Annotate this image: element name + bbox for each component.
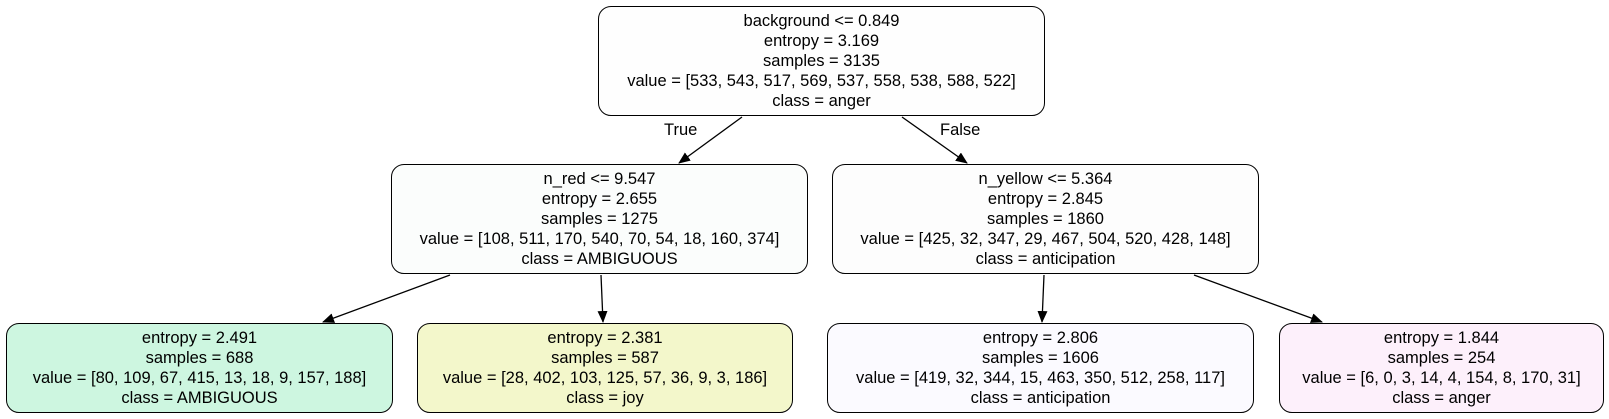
edge-left-leftleaf [322, 274, 451, 323]
node-entropy: entropy = 2.845 [987, 190, 1104, 208]
node-samples: samples = 254 [1387, 349, 1496, 367]
tree-leaf-left-right: entropy = 2.381 samples = 587 value = [2… [417, 323, 793, 413]
node-split-rule: background <= 0.849 [743, 12, 900, 30]
edge-root-left [678, 116, 743, 164]
node-class: class = anticipation [970, 389, 1111, 407]
tree-leaf-right-left: entropy = 2.806 samples = 1606 value = [… [827, 323, 1254, 413]
node-class: class = AMBIGUOUS [121, 389, 278, 407]
edge-label-true: True [664, 121, 698, 139]
node-class: class = anger [772, 92, 871, 110]
tree-node-root: background <= 0.849 entropy = 3.169 samp… [598, 6, 1045, 116]
node-samples: samples = 3135 [763, 52, 880, 70]
node-samples: samples = 1606 [982, 349, 1099, 367]
node-entropy: entropy = 2.491 [141, 329, 258, 347]
node-samples: samples = 1275 [541, 210, 658, 228]
node-value: value = [425, 32, 347, 29, 467, 504, 520… [860, 230, 1231, 248]
node-value: value = [419, 32, 344, 15, 463, 350, 512… [856, 369, 1225, 387]
tree-node-right: n_yellow <= 5.364 entropy = 2.845 sample… [832, 164, 1259, 274]
tree-leaf-right-right: entropy = 1.844 samples = 254 value = [6… [1279, 323, 1604, 413]
tree-node-left: n_red <= 9.547 entropy = 2.655 samples =… [391, 164, 808, 274]
node-entropy: entropy = 2.655 [541, 190, 658, 208]
node-entropy: entropy = 2.806 [982, 329, 1099, 347]
edge-right-rightleaf [1193, 274, 1323, 323]
node-samples: samples = 688 [145, 349, 254, 367]
tree-leaf-left-left: entropy = 2.491 samples = 688 value = [8… [6, 323, 393, 413]
node-entropy: entropy = 2.381 [547, 329, 663, 347]
node-value: value = [28, 402, 103, 125, 57, 36, 9, 3… [442, 369, 768, 387]
edge-right-leftleaf [1037, 274, 1048, 323]
edge-label-false: False [940, 121, 981, 139]
edge-left-rightleaf [597, 274, 608, 323]
node-class: class = anger [1392, 389, 1491, 407]
node-split-rule: n_red <= 9.547 [543, 170, 656, 188]
node-samples: samples = 587 [551, 349, 659, 367]
node-value: value = [80, 109, 67, 415, 13, 18, 9, 15… [32, 369, 367, 387]
edge-root-right [901, 116, 968, 164]
node-value: value = [108, 511, 170, 540, 70, 54, 18,… [419, 230, 780, 248]
node-class: class = anticipation [975, 250, 1116, 268]
node-value: value = [6, 0, 3, 14, 4, 154, 8, 170, 31… [1302, 369, 1581, 387]
node-class: class = joy [566, 389, 644, 407]
node-class: class = AMBIGUOUS [521, 250, 678, 268]
node-split-rule: n_yellow <= 5.364 [978, 170, 1113, 188]
node-entropy: entropy = 3.169 [763, 32, 880, 50]
node-value: value = [533, 543, 517, 569, 537, 558, 5… [627, 72, 1016, 90]
node-entropy: entropy = 1.844 [1383, 329, 1500, 347]
node-samples: samples = 1860 [987, 210, 1104, 228]
